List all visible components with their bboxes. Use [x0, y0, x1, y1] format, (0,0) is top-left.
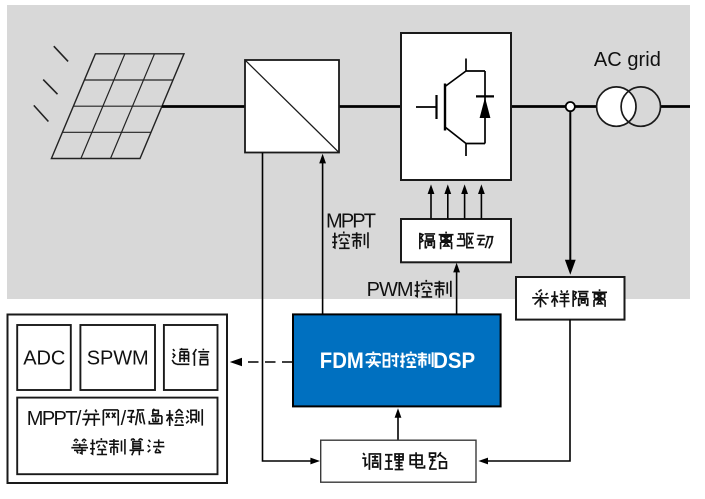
svg-text:AC grid: AC grid — [594, 49, 661, 71]
svg-text:/: / — [121, 408, 127, 430]
svg-text:DSP: DSP — [433, 348, 475, 373]
svg-text:ADC: ADC — [23, 348, 65, 370]
svg-text:PWM: PWM — [367, 279, 414, 301]
svg-text:MPPT/: MPPT/ — [27, 408, 82, 430]
svg-text:MPPT: MPPT — [326, 210, 376, 232]
svg-text:FDM: FDM — [320, 348, 364, 373]
svg-text:SPWM: SPWM — [87, 348, 149, 370]
